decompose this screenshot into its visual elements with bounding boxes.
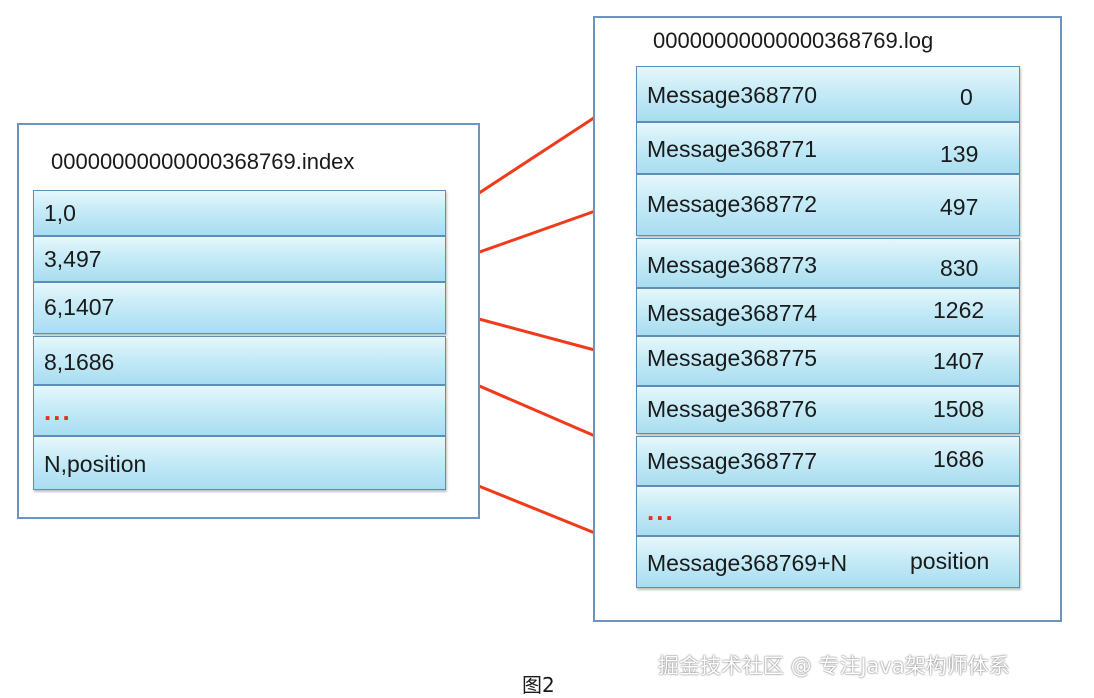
message-offset: 1686 — [933, 446, 985, 472]
message-name: Message368777 — [647, 448, 818, 474]
message-offset: 1508 — [933, 396, 985, 422]
log-row: Message368771 139 — [636, 122, 1020, 174]
message-name: Message368774 — [647, 300, 818, 326]
log-row: Message368776 1508 — [636, 386, 1020, 434]
log-file-title: 00000000000000368769.log — [653, 28, 934, 53]
index-file-panel: 00000000000000368769.index 1,0 3,497 6,1… — [17, 123, 480, 519]
ellipsis-dots: ... — [647, 496, 675, 526]
message-name: Message368773 — [647, 252, 818, 278]
index-row: ... — [33, 385, 446, 436]
index-entry: 3,497 — [44, 246, 102, 272]
index-row: 8,1686 — [33, 336, 446, 385]
message-offset: 1262 — [933, 297, 985, 323]
message-name: Message368770 — [647, 82, 818, 108]
message-offset: 1407 — [933, 348, 985, 374]
message-offset: 830 — [940, 255, 979, 281]
index-entry: 8,1686 — [44, 349, 115, 375]
index-row: 3,497 — [33, 236, 446, 282]
message-offset: 0 — [960, 84, 973, 110]
log-row: ... — [636, 486, 1020, 536]
log-row: Message368770 0 — [636, 66, 1020, 122]
message-name: Message368776 — [647, 396, 818, 422]
message-name: Message368771 — [647, 136, 818, 162]
message-offset: 139 — [940, 141, 979, 167]
log-row: Message368772 497 — [636, 174, 1020, 236]
log-row: Message368774 1262 — [636, 288, 1020, 336]
message-name: Message368772 — [647, 191, 818, 217]
log-row: Message368769+N position — [636, 536, 1020, 588]
log-row: Message368773 830 — [636, 238, 1020, 288]
log-row: Message368777 1686 — [636, 436, 1020, 486]
log-file-panel: 00000000000000368769.log Message368770 0… — [593, 16, 1062, 622]
log-row: Message368775 1407 — [636, 336, 1020, 386]
message-name: Message368775 — [647, 345, 818, 371]
index-row: N,position — [33, 436, 446, 490]
message-name: Message368769+N — [647, 550, 848, 576]
index-entry: 6,1407 — [44, 294, 115, 320]
index-row: 1,0 — [33, 190, 446, 236]
index-file-title: 00000000000000368769.index — [51, 149, 355, 174]
message-offset: position — [910, 548, 990, 574]
index-entry: N,position — [44, 451, 147, 477]
message-offset: 497 — [940, 194, 979, 220]
index-entry: 1,0 — [44, 200, 76, 226]
watermark: 掘金技术社区 @ 专注Java架构师体系 — [658, 654, 1010, 678]
ellipsis-dots: ... — [44, 396, 72, 426]
index-row: 6,1407 — [33, 282, 446, 334]
figure-caption: 图2 — [522, 673, 555, 697]
